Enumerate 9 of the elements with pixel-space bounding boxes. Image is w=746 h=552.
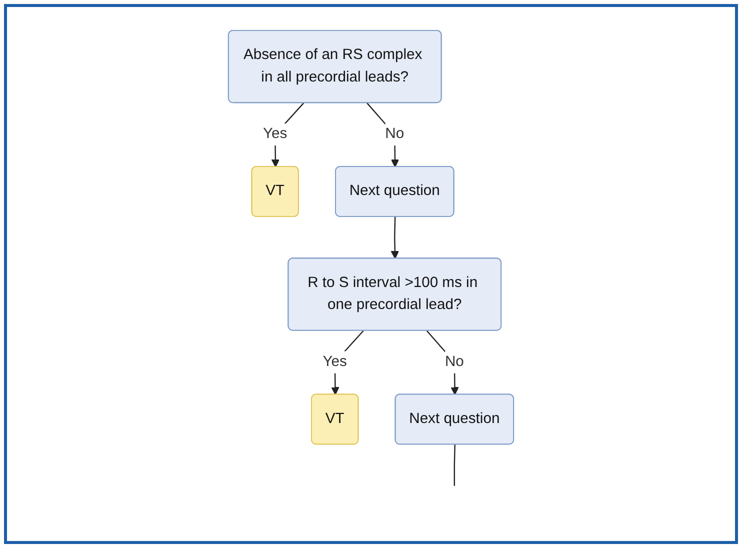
edge-label: Yes [322, 353, 347, 370]
connector [454, 444, 456, 486]
arrow [426, 330, 459, 395]
arrow [390, 216, 399, 258]
edge-label: No [444, 353, 464, 370]
flowchart: Yes No Yes No Absence of an RS complex in all precordial leads? VT Next question R to S interval >100 ms in one precordial lead? VT Next question [221, 22, 521, 520]
arrow [366, 102, 400, 167]
edge-label: No [385, 126, 404, 142]
edge-label: Yes [263, 126, 288, 142]
